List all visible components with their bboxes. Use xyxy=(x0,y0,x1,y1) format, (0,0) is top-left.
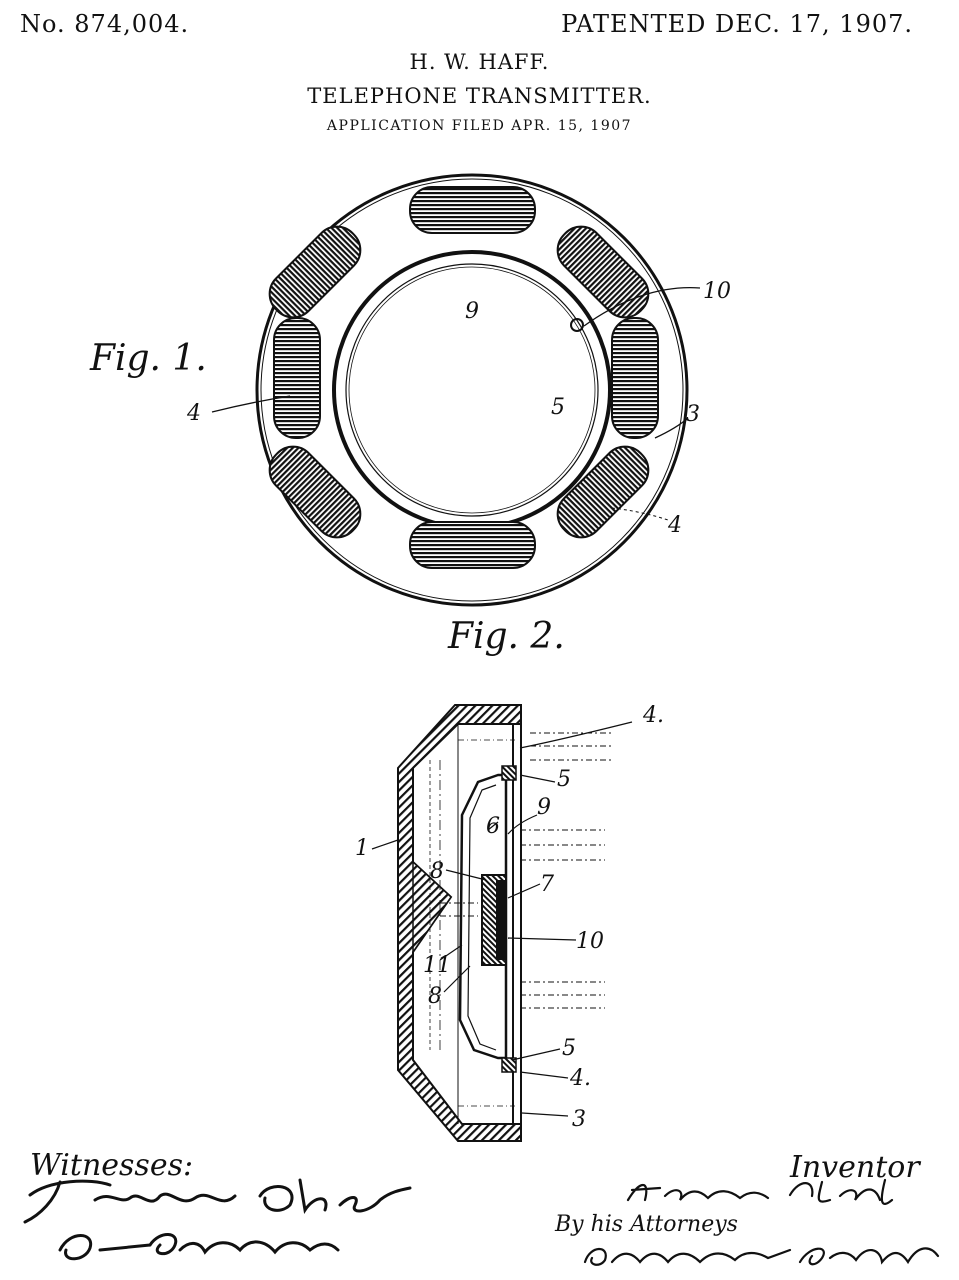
fig1-ref-3: 3 xyxy=(686,402,700,427)
figure-1: 9 10 5 4 3 4 Fig. 1. xyxy=(89,173,731,607)
fig2-front-plate xyxy=(512,723,522,1125)
inventor-signature xyxy=(626,1178,894,1205)
fig2-ref-6: 6 xyxy=(486,814,500,839)
patent-number: No. 874,004. xyxy=(20,10,190,38)
fig2-ref-5-bottom: 5 xyxy=(562,1036,576,1061)
fig1-ref-5: 5 xyxy=(551,395,565,420)
fig2-ref-1: 1 xyxy=(355,836,369,861)
witness-signature-2 xyxy=(58,1233,340,1261)
attorney-signature xyxy=(583,1247,940,1266)
fig2-electrode-cup xyxy=(458,773,508,1060)
fig2-ref-8-top: 8 xyxy=(430,859,444,884)
witness-signature-1 xyxy=(23,1178,412,1224)
application-filed: APPLICATION FILED APR. 15, 1907 xyxy=(326,118,633,134)
fig2-ref-4-top: 4. xyxy=(642,703,664,728)
attorneys-label: By his Attorneys xyxy=(555,1212,738,1237)
fig2-ref-7: 7 xyxy=(540,872,554,897)
fig1-ref-10: 10 xyxy=(703,279,731,304)
fig2-ref-3: 3 xyxy=(572,1107,586,1132)
inventor-name: H. W. HAFF. xyxy=(409,50,550,74)
patent-title: TELEPHONE TRANSMITTER. xyxy=(307,84,652,108)
fig2-ref-10: 10 xyxy=(576,929,604,954)
witnesses-label: Witnesses: xyxy=(30,1148,194,1183)
fig2-ref-8-bottom: 8 xyxy=(428,984,442,1009)
fig1-label: Fig. 1. xyxy=(89,338,207,379)
fig2-ref-4-bottom: 4. xyxy=(569,1066,591,1091)
fig1-outer-ring xyxy=(255,173,689,607)
fig1-ref-4-left: 4 xyxy=(186,401,201,426)
inventor-label: Inventor xyxy=(790,1150,920,1185)
fig2-ref-5-top: 5 xyxy=(557,767,571,792)
fig2-ref-11: 11 xyxy=(423,953,451,978)
figure-2: Fig. 2. xyxy=(355,616,664,1142)
fig1-slots xyxy=(268,186,659,569)
fig1-diaphragm xyxy=(332,250,612,530)
patent-date: PATENTED DEC. 17, 1907. xyxy=(561,10,913,38)
fig2-ref-9: 9 xyxy=(537,795,551,820)
fig1-ref-4-right: 4 xyxy=(667,513,682,538)
fig1-screw xyxy=(570,318,584,332)
fig1-ref-9: 9 xyxy=(465,299,479,324)
fig2-label: Fig. 2. xyxy=(447,616,565,657)
